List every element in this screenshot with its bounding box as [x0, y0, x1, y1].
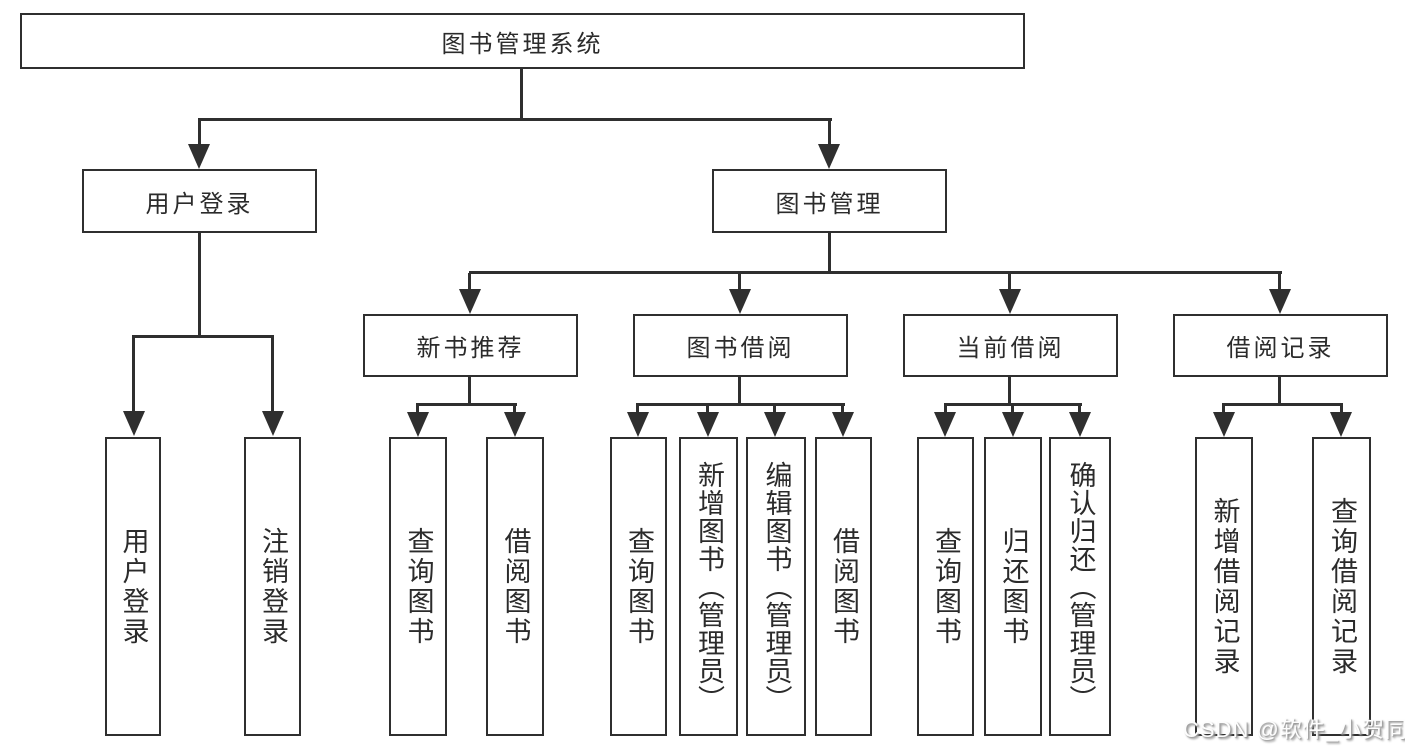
leaf-cb-query-books: 查询图书 [917, 437, 974, 736]
connector-root-arm-right [828, 120, 831, 148]
leaf-logout: 注销登录 [244, 437, 301, 736]
connector-book-mgmt-arm-3 [1008, 273, 1011, 291]
leaf-br-query-record: 查询借阅记录 [1312, 437, 1371, 736]
node-current-borrow: 当前借阅 [903, 314, 1118, 377]
connector-user-login-stem [198, 233, 201, 336]
arrowhead-leaf-logout [262, 411, 284, 436]
leaf-br-add-record: 新增借阅记录 [1195, 437, 1253, 736]
leaf-nbr-borrow-books: 借阅图书 [486, 437, 544, 736]
arrowhead-nbr-borrow [504, 412, 526, 437]
connector-book-mgmt-arm-2 [738, 273, 741, 291]
connector-user-login-arm-2 [271, 337, 274, 412]
node-current-borrow-label: 当前借阅 [956, 335, 1065, 362]
leaf-nbr-borrow-books-label: 借阅图书 [500, 526, 531, 647]
arrowhead-bb-add [697, 412, 719, 437]
leaf-bb-add-books-admin-label: 新增图书（管理员） [694, 460, 724, 713]
connector-br-crossbar [1222, 403, 1343, 406]
node-borrow-records-label: 借阅记录 [1226, 335, 1335, 362]
arrowhead-br-query [1330, 412, 1352, 437]
connector-bb-arm-1 [636, 405, 639, 414]
connector-user-login-crossbar [132, 335, 274, 338]
node-borrow-records: 借阅记录 [1173, 314, 1388, 377]
leaf-bb-query-books: 查询图书 [610, 437, 667, 736]
arrowhead-leaf-login [123, 411, 145, 436]
arrowhead-cb-return [1002, 412, 1024, 437]
leaf-bb-edit-books-admin-label: 编辑图书（管理员） [761, 460, 792, 713]
node-book-borrow-label: 图书借阅 [686, 335, 795, 362]
connector-cb-crossbar [944, 403, 1082, 406]
leaf-bb-edit-books-admin: 编辑图书（管理员） [746, 437, 806, 736]
arrowhead-nbr-query [407, 412, 429, 437]
leaf-cb-query-books-label: 查询图书 [931, 526, 961, 647]
leaf-bb-add-books-admin: 新增图书（管理员） [679, 437, 738, 736]
leaf-bb-query-books-label: 查询图书 [624, 526, 654, 647]
node-book-borrow: 图书借阅 [633, 314, 848, 377]
connector-root-crossbar [198, 118, 832, 121]
connector-user-login-arm-1 [132, 337, 135, 412]
arrowhead-book-management [818, 144, 840, 169]
node-user-login: 用户登录 [82, 169, 317, 233]
connector-cb-stem [1008, 377, 1011, 405]
node-root-label: 图书管理系统 [441, 30, 604, 58]
node-root: 图书管理系统 [20, 13, 1025, 69]
arrowhead-borrow-records [1269, 289, 1291, 314]
connector-book-mgmt-crossbar [469, 271, 1282, 274]
node-book-management: 图书管理 [712, 169, 947, 233]
leaf-nbr-query-books: 查询图书 [389, 437, 447, 736]
leaf-cb-return-books: 归还图书 [984, 437, 1042, 736]
leaf-logout-label: 注销登录 [258, 526, 288, 647]
leaf-br-query-record-label: 查询借阅记录 [1327, 496, 1357, 677]
connector-cb-arm-1 [944, 405, 947, 414]
arrowhead-cb-confirm [1069, 412, 1091, 437]
connector-book-mgmt-arm-1 [468, 273, 471, 291]
leaf-bb-borrow-books-label: 借阅图书 [829, 526, 859, 647]
leaf-user-login-label: 用户登录 [118, 526, 149, 647]
connector-root-stem [520, 69, 523, 119]
node-book-management-label: 图书管理 [775, 190, 884, 218]
leaf-br-add-record-label: 新增借阅记录 [1209, 496, 1240, 677]
arrowhead-new-book-recommend [459, 289, 481, 314]
connector-nbr-crossbar [416, 403, 517, 406]
arrowhead-bb-borrow [832, 412, 854, 437]
connector-br-arm-1 [1222, 405, 1225, 414]
connector-br-arm-2 [1340, 405, 1343, 414]
connector-bb-arm-4 [841, 405, 844, 414]
connector-nbr-arm-2 [513, 405, 516, 414]
node-new-book-recommend-label: 新书推荐 [416, 335, 525, 362]
arrowhead-cb-query [934, 412, 956, 437]
connector-bb-arm-3 [773, 405, 776, 414]
connector-bb-crossbar [636, 403, 845, 406]
arrowhead-user-login [188, 144, 210, 169]
connector-br-stem [1278, 377, 1281, 405]
connector-book-mgmt-arm-4 [1278, 273, 1281, 291]
arrowhead-book-borrow [729, 289, 751, 314]
connector-nbr-stem [468, 377, 471, 405]
arrowhead-br-add [1213, 412, 1235, 437]
leaf-bb-borrow-books: 借阅图书 [815, 437, 872, 736]
connector-cb-arm-2 [1011, 405, 1014, 414]
connector-bb-stem [738, 377, 741, 405]
connector-nbr-arm-1 [416, 405, 419, 414]
arrowhead-bb-query [627, 412, 649, 437]
node-new-book-recommend: 新书推荐 [363, 314, 578, 377]
connector-cb-arm-3 [1078, 405, 1081, 414]
csdn-watermark: CSDN @软件_小贺同学 [1183, 717, 1405, 742]
leaf-cb-return-books-label: 归还图书 [998, 526, 1029, 647]
leaf-cb-confirm-return-admin-label: 确认归还（管理员） [1065, 460, 1096, 713]
node-user-login-label: 用户登录 [145, 190, 254, 218]
leaf-user-login: 用户登录 [105, 437, 161, 736]
arrowhead-current-borrow [999, 289, 1021, 314]
connector-root-arm-left [198, 120, 201, 148]
connector-bb-arm-2 [706, 405, 709, 414]
connector-book-mgmt-stem [828, 233, 831, 273]
leaf-nbr-query-books-label: 查询图书 [403, 526, 434, 647]
leaf-cb-confirm-return-admin: 确认归还（管理员） [1049, 437, 1111, 736]
arrowhead-bb-edit [764, 412, 786, 437]
